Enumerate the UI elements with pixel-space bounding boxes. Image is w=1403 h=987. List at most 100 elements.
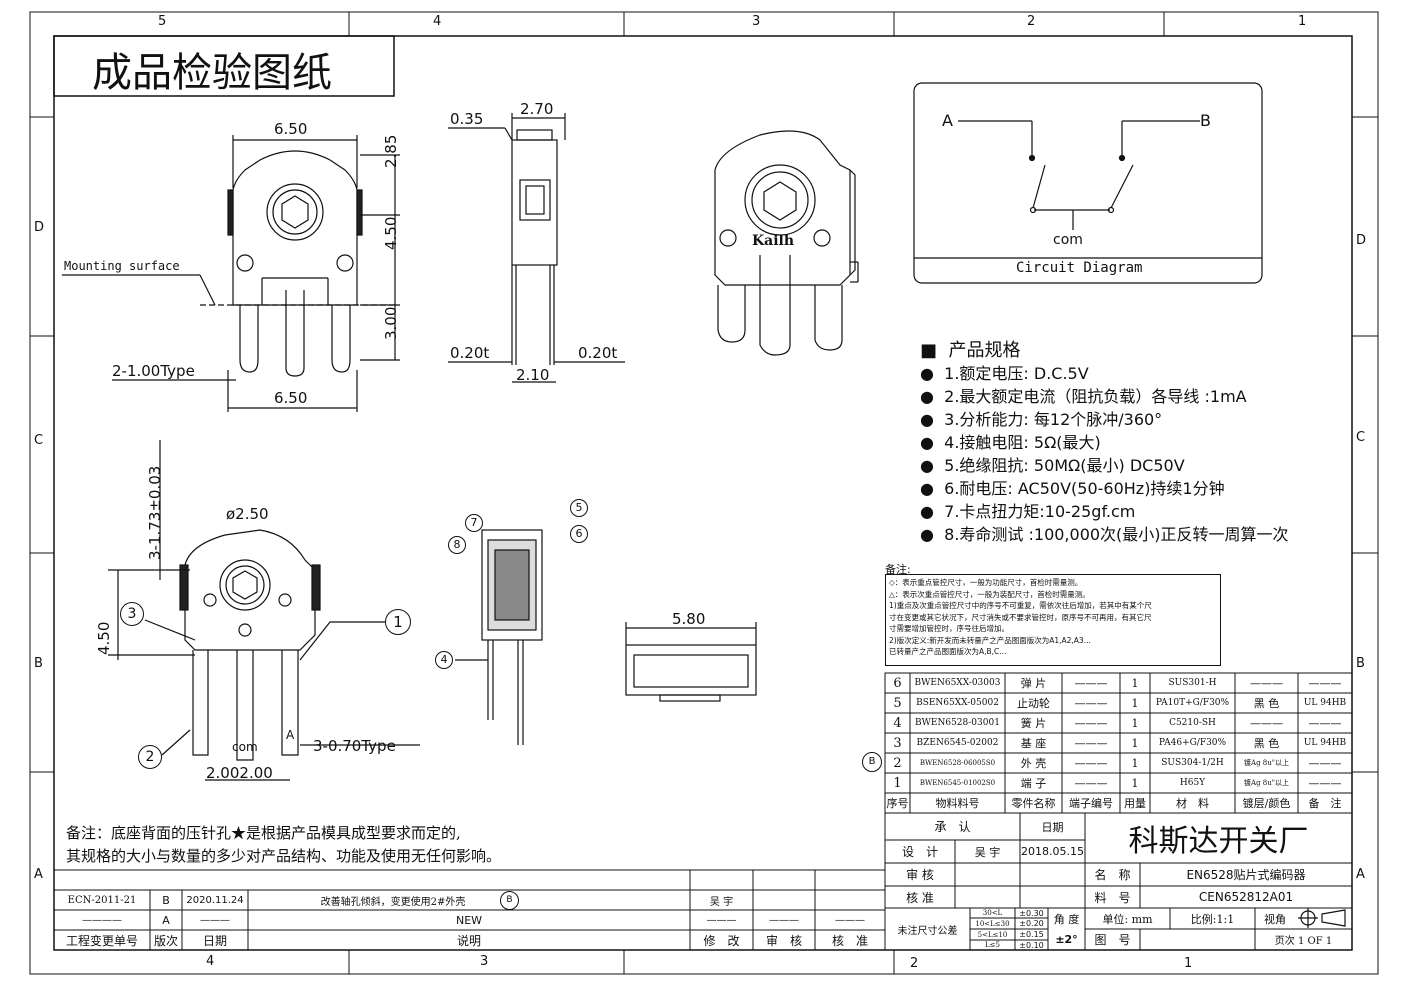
bom-note: ——— bbox=[1308, 756, 1342, 770]
bom-header: 用量 bbox=[1124, 797, 1146, 810]
cl-ecn: ECN-2011-21 bbox=[67, 894, 137, 906]
col-label: 5 bbox=[158, 14, 167, 29]
row-label: C bbox=[34, 433, 44, 448]
spec-heading: ■ 产品规格 bbox=[920, 340, 1021, 361]
tb-unit: 单位: mm bbox=[1102, 912, 1153, 926]
dim-label: 2-1.00Type bbox=[112, 362, 195, 380]
bom-term: ——— bbox=[1074, 776, 1108, 790]
note-line: 2)版次定义:新开发而未转量产之产品图面版次为A1,A2,A3... bbox=[889, 635, 1091, 645]
row-label: D bbox=[1356, 233, 1367, 248]
dim-label: 2.85 bbox=[382, 134, 400, 168]
bom-name: 弹 片 bbox=[1020, 677, 1047, 690]
cl-ecn: ———— bbox=[82, 914, 122, 926]
bom-header: 零件名称 bbox=[1011, 797, 1056, 810]
circuit-diagram bbox=[913, 82, 1263, 284]
callout-bubble: 5 bbox=[570, 499, 588, 517]
dim-label: 5.80 bbox=[672, 610, 706, 628]
spec-item: ● 7.卡点扭力矩:10-25gf.cm bbox=[920, 502, 1136, 521]
tb-company: 科斯达开关厂 bbox=[1128, 824, 1309, 859]
cl-rev: B bbox=[162, 893, 170, 907]
dim-label: 0.20t bbox=[578, 344, 618, 362]
profile-view bbox=[625, 622, 757, 702]
tb-name-label: 名 称 bbox=[1094, 868, 1131, 882]
bom-part: BWEN6528-03001 bbox=[915, 718, 1000, 728]
circuit-label: com bbox=[1053, 232, 1083, 248]
bom-no: 3 bbox=[893, 735, 902, 751]
tb-tol-value: ±0.30 bbox=[1019, 908, 1044, 918]
bom-qty: 1 bbox=[1131, 776, 1139, 790]
bom-part: BZEN6545-02002 bbox=[916, 738, 999, 748]
section-view bbox=[455, 529, 543, 745]
dim-label: 6.50 bbox=[274, 120, 308, 138]
dim-label: A bbox=[286, 728, 295, 742]
dim-label: com bbox=[232, 740, 258, 754]
bom-name: 簧 片 bbox=[1020, 717, 1047, 730]
col-label: 4 bbox=[433, 14, 442, 29]
dim-label: 3-1.73±0.03 bbox=[146, 465, 164, 560]
spec-text: 2.最大额定电流（阻抗负载）各导线 :1mA bbox=[944, 387, 1247, 406]
row-label: B bbox=[34, 656, 43, 671]
bom-color: 镀Ag 8u"以上 bbox=[1244, 779, 1289, 787]
side-view bbox=[448, 113, 625, 383]
callout-bubble: 8 bbox=[448, 536, 466, 554]
bom-header: 物料料号 bbox=[935, 797, 980, 810]
bom-part: BWEN6528-06005S0 bbox=[919, 759, 996, 767]
dim-label: 3-0.70Type bbox=[313, 737, 396, 755]
circuit-label: A bbox=[942, 111, 953, 130]
tb-tol-range: L≤5 bbox=[985, 941, 1000, 949]
callout-bubble: 4 bbox=[435, 651, 453, 669]
tb-name: EN6528贴片式编码器 bbox=[1186, 868, 1306, 882]
cl-check: ——— bbox=[769, 914, 799, 926]
col-label-bottom: 3 bbox=[480, 954, 489, 969]
bom-qty: 1 bbox=[1131, 676, 1139, 690]
rev-mark: B bbox=[500, 891, 519, 910]
spec-text: 3.分析能力: 每12个脉冲/360° bbox=[944, 410, 1163, 429]
spec-text: 8.寿命测试 :100,000次(最小)正反转一周算一次 bbox=[944, 525, 1289, 544]
row-label: A bbox=[1356, 867, 1365, 882]
bom-qty: 1 bbox=[1131, 756, 1139, 770]
bom-name: 外 壳 bbox=[1020, 757, 1047, 770]
note-line: 1)重点及次重点管控尺寸中的序号不可重复，需依次往后增加，若其中有某个尺 bbox=[889, 601, 1152, 610]
bom-note: ——— bbox=[1308, 716, 1342, 730]
bom-note: UL 94HB bbox=[1303, 738, 1347, 748]
tb-tol-value: ±0.10 bbox=[1019, 940, 1044, 950]
bom-grid bbox=[884, 672, 1353, 814]
outer-border bbox=[29, 11, 1379, 975]
col-label: 1 bbox=[1298, 14, 1307, 29]
spec-text: 6.耐电压: AC50V(50-60Hz)持续1分钟 bbox=[944, 479, 1225, 498]
bom-color: ——— bbox=[1250, 716, 1283, 730]
dim-label: 4.50 bbox=[95, 621, 113, 655]
tb-page: 页次 1 OF 1 bbox=[1274, 936, 1333, 947]
bom-header: 序号 bbox=[886, 797, 909, 810]
bom-mat: C5210-SH bbox=[1169, 718, 1216, 728]
spec-text: 7.卡点扭力矩:10-25gf.cm bbox=[944, 502, 1136, 521]
callout-bubble: 2 bbox=[138, 745, 162, 769]
bom-qty: 1 bbox=[1131, 696, 1139, 710]
tb-approve2: 核 准 bbox=[906, 890, 934, 905]
bom-color: ——— bbox=[1250, 676, 1283, 690]
bom-term: ——— bbox=[1074, 736, 1108, 750]
tb-design: 设 计 bbox=[901, 845, 938, 859]
bom-term: ——— bbox=[1074, 716, 1108, 730]
front-view bbox=[62, 135, 400, 412]
tb-tol-value: ±0.15 bbox=[1019, 930, 1044, 939]
callout-bubble: 1 bbox=[385, 609, 411, 635]
callout-bubble: 7 bbox=[465, 514, 483, 532]
tb-design-date: 2018.05.15 bbox=[1021, 845, 1084, 858]
cl-by: ——— bbox=[706, 914, 737, 926]
title-block-grid bbox=[884, 812, 1353, 951]
tb-date-label: 日期 bbox=[1041, 820, 1064, 834]
bom-name: 止动轮 bbox=[1017, 697, 1050, 710]
bom-term: ——— bbox=[1074, 676, 1108, 690]
notes-label: 备注: bbox=[885, 563, 911, 576]
row-label: D bbox=[34, 220, 45, 235]
row-label: B bbox=[1356, 656, 1365, 671]
spec-text: 4.接触电阻: 5Ω(最大) bbox=[944, 433, 1101, 452]
bom-mat: SUS301-H bbox=[1168, 678, 1217, 688]
rev-mark: B bbox=[862, 752, 882, 772]
circuit-caption: Circuit Diagram bbox=[1016, 260, 1143, 276]
dim-label: 0.20t bbox=[450, 344, 490, 362]
dim-label: 0.35 bbox=[450, 110, 484, 128]
bottom-note-2: 其规格的大小与数量的多少对产品结构、功能及使用无任何影响。 bbox=[66, 847, 502, 865]
projection-symbol bbox=[1298, 908, 1346, 928]
